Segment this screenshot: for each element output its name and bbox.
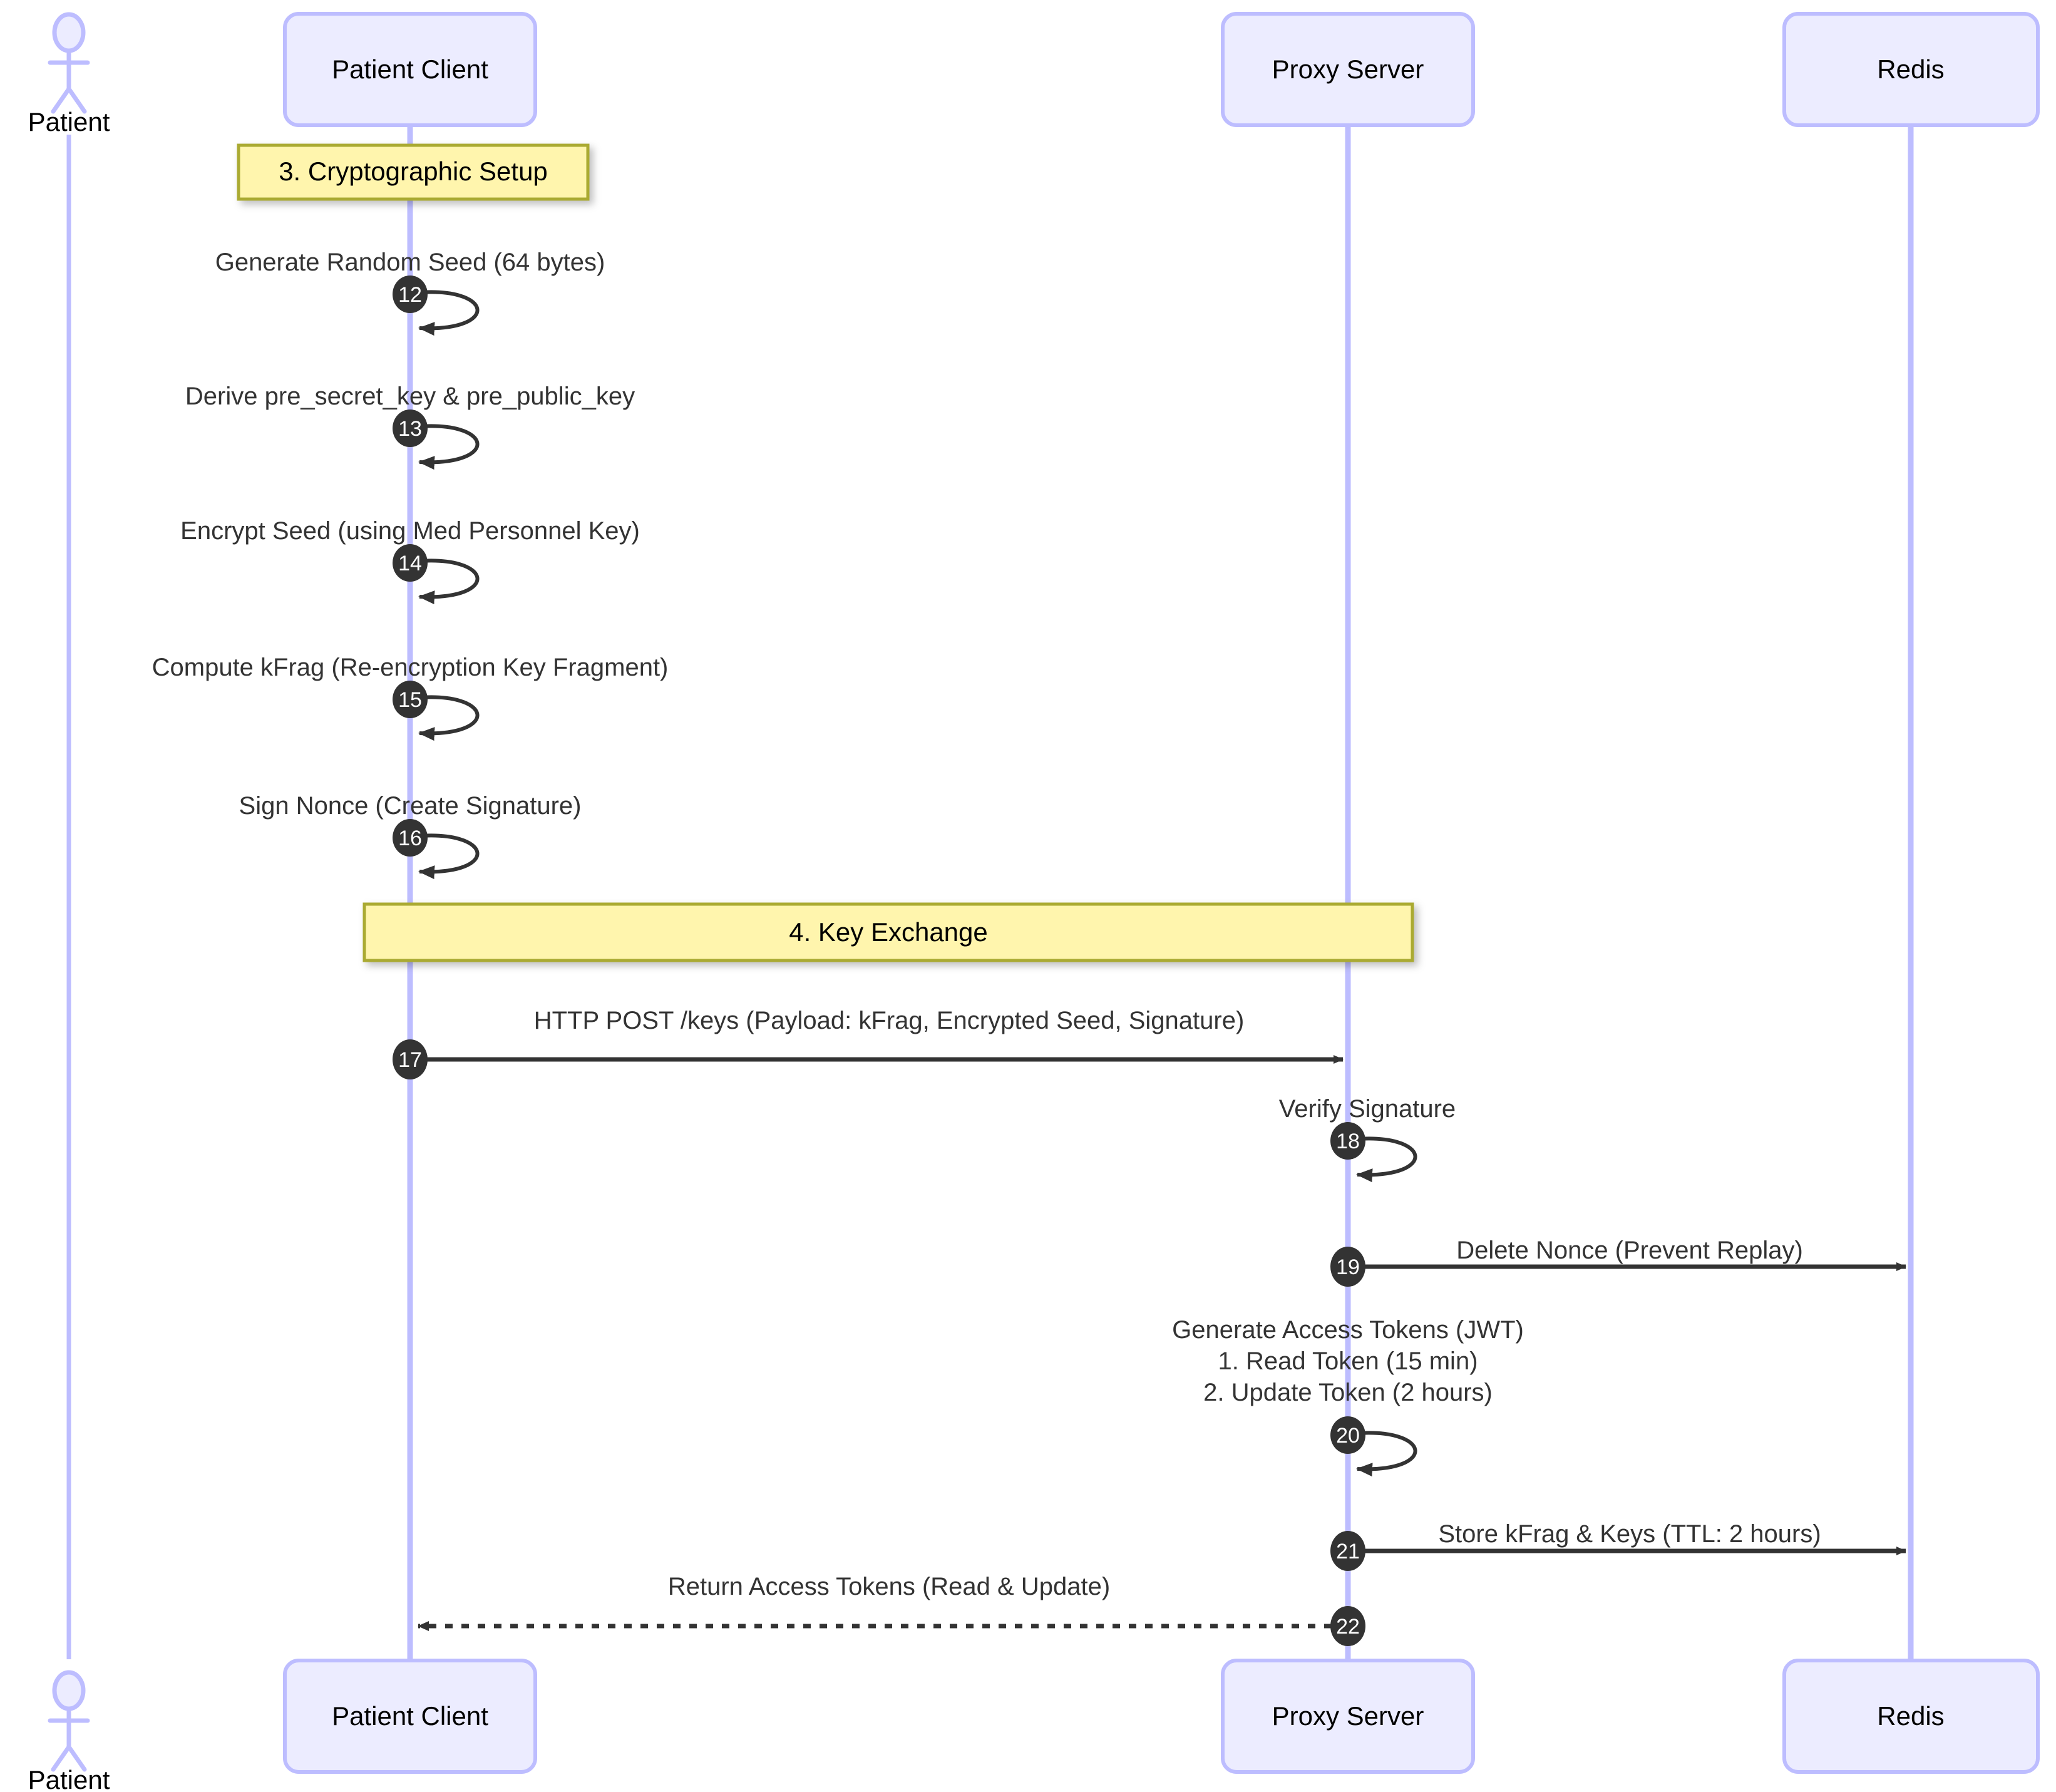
participant-rect[interactable] [1221, 1659, 1475, 1774]
participant-box-patient-client-top[interactable]: Patient Client [283, 12, 537, 127]
message-self-loop-13 [412, 424, 480, 470]
seq-badge-15 [393, 681, 428, 718]
note-cryptographic-setup[interactable] [237, 143, 590, 201]
actor-figure-icon [48, 1670, 90, 1772]
seq-number-16: 16 [398, 826, 422, 850]
message-label-14: Encrypt Seed (using Med Personnel Key) [180, 517, 640, 545]
participant-box-proxy-server-bottom[interactable]: Proxy Server [1221, 1659, 1475, 1774]
message-12[interactable]: Generate Random Seed (64 bytes) 12 [215, 249, 605, 336]
message-21[interactable]: Store kFrag & Keys (TTL: 2 hours) 21 [1330, 1520, 1906, 1571]
message-13[interactable]: Derive pre_secret_key & pre_public_key 1… [185, 383, 635, 470]
message-label-21: Store kFrag & Keys (TTL: 2 hours) [1438, 1520, 1821, 1548]
seq-badge-21 [1330, 1531, 1365, 1571]
participant-label-proxy-server-top: Proxy Server [1272, 54, 1424, 84]
seq-badge-20 [1330, 1416, 1365, 1454]
message-label-20-line3: 2. Update Token (2 hours) [1203, 1379, 1493, 1406]
seq-number-17: 17 [398, 1048, 422, 1072]
note-rect[interactable] [362, 902, 1414, 962]
message-self-loop-20 [1350, 1431, 1417, 1477]
seq-badge-22 [1330, 1606, 1365, 1646]
participant-box-proxy-server-top[interactable]: Proxy Server [1221, 12, 1475, 127]
message-20[interactable]: Generate Access Tokens (JWT) 1. Read Tok… [1172, 1316, 1524, 1477]
message-self-loop-15 [412, 695, 480, 741]
participant-box-redis-top[interactable]: Redis [1782, 12, 2040, 127]
participant-rect[interactable] [1782, 12, 2040, 127]
seq-number-22: 22 [1336, 1615, 1360, 1639]
participant-rect[interactable] [283, 12, 537, 127]
seq-number-15: 15 [398, 688, 422, 712]
message-17[interactable]: HTTP POST /keys (Payload: kFrag, Encrypt… [393, 1007, 1344, 1079]
seq-number-13: 13 [398, 417, 422, 441]
seq-badge-18 [1330, 1122, 1365, 1160]
message-label-22: Return Access Tokens (Read & Update) [668, 1573, 1110, 1600]
seq-badge-16 [393, 819, 428, 857]
seq-number-12: 12 [398, 283, 422, 307]
message-19[interactable]: Delete Nonce (Prevent Replay) 19 [1330, 1237, 1906, 1287]
note-label-cryptographic-setup: 3. Cryptographic Setup [279, 157, 548, 186]
participant-label-proxy-server-bottom: Proxy Server [1272, 1701, 1424, 1731]
seq-badge-13 [393, 409, 428, 447]
message-label-19: Delete Nonce (Prevent Replay) [1456, 1237, 1803, 1264]
participant-label-patient-client-bottom: Patient Client [332, 1701, 488, 1731]
actor-label-patient-top: Patient [28, 107, 110, 136]
participant-box-redis-bottom[interactable]: Redis [1782, 1659, 2040, 1774]
message-self-loop-16 [412, 833, 480, 880]
actor-figure-icon [48, 12, 90, 114]
participant-label-patient-client-top: Patient Client [332, 54, 488, 84]
seq-badge-12 [393, 275, 428, 313]
message-self-loop-18 [1350, 1136, 1417, 1183]
message-self-loop-14 [412, 559, 480, 605]
lifelines [66, 124, 1914, 1662]
message-15[interactable]: Compute kFrag (Re-encryption Key Fragmen… [152, 654, 669, 741]
message-16[interactable]: Sign Nonce (Create Signature) 16 [239, 792, 582, 880]
note-label-key-exchange: 4. Key Exchange [789, 917, 988, 947]
message-label-15: Compute kFrag (Re-encryption Key Fragmen… [152, 654, 669, 681]
message-label-18: Verify Signature [1279, 1095, 1456, 1123]
message-label-16: Sign Nonce (Create Signature) [239, 792, 582, 820]
participant-rect[interactable] [1782, 1659, 2040, 1774]
seq-badge-19 [1330, 1247, 1365, 1287]
message-22[interactable]: Return Access Tokens (Read & Update) 22 [418, 1573, 1365, 1646]
note-key-exchange[interactable] [362, 902, 1414, 962]
message-self-loop-12 [412, 290, 480, 336]
message-label-20-line1: Generate Access Tokens (JWT) [1172, 1316, 1524, 1344]
message-label-12: Generate Random Seed (64 bytes) [215, 249, 605, 276]
participant-box-patient-client-bottom[interactable]: Patient Client [283, 1659, 537, 1774]
actor-patient-top[interactable]: Patient [28, 12, 110, 136]
actor-patient-bottom[interactable]: Patient [28, 1670, 110, 1792]
seq-number-14: 14 [398, 552, 422, 575]
seq-badge-14 [393, 544, 428, 582]
seq-number-19: 19 [1336, 1255, 1360, 1279]
seq-badge-17 [393, 1039, 428, 1079]
message-label-17: HTTP POST /keys (Payload: kFrag, Encrypt… [534, 1007, 1245, 1034]
note-rect[interactable] [237, 143, 590, 201]
seq-number-21: 21 [1336, 1540, 1360, 1563]
message-label-20-line2: 1. Read Token (15 min) [1218, 1347, 1478, 1375]
participant-rect[interactable] [283, 1659, 537, 1774]
participant-label-redis-bottom: Redis [1877, 1701, 1944, 1731]
message-18[interactable]: Verify Signature 18 [1279, 1095, 1456, 1183]
message-14[interactable]: Encrypt Seed (using Med Personnel Key) 1… [180, 517, 640, 605]
seq-number-18: 18 [1336, 1130, 1360, 1153]
seq-number-20: 20 [1336, 1424, 1360, 1448]
message-label-13: Derive pre_secret_key & pre_public_key [185, 383, 635, 410]
participant-label-redis-top: Redis [1877, 54, 1944, 84]
actor-label-patient-bottom: Patient [28, 1765, 110, 1792]
participant-rect[interactable] [1221, 12, 1475, 127]
